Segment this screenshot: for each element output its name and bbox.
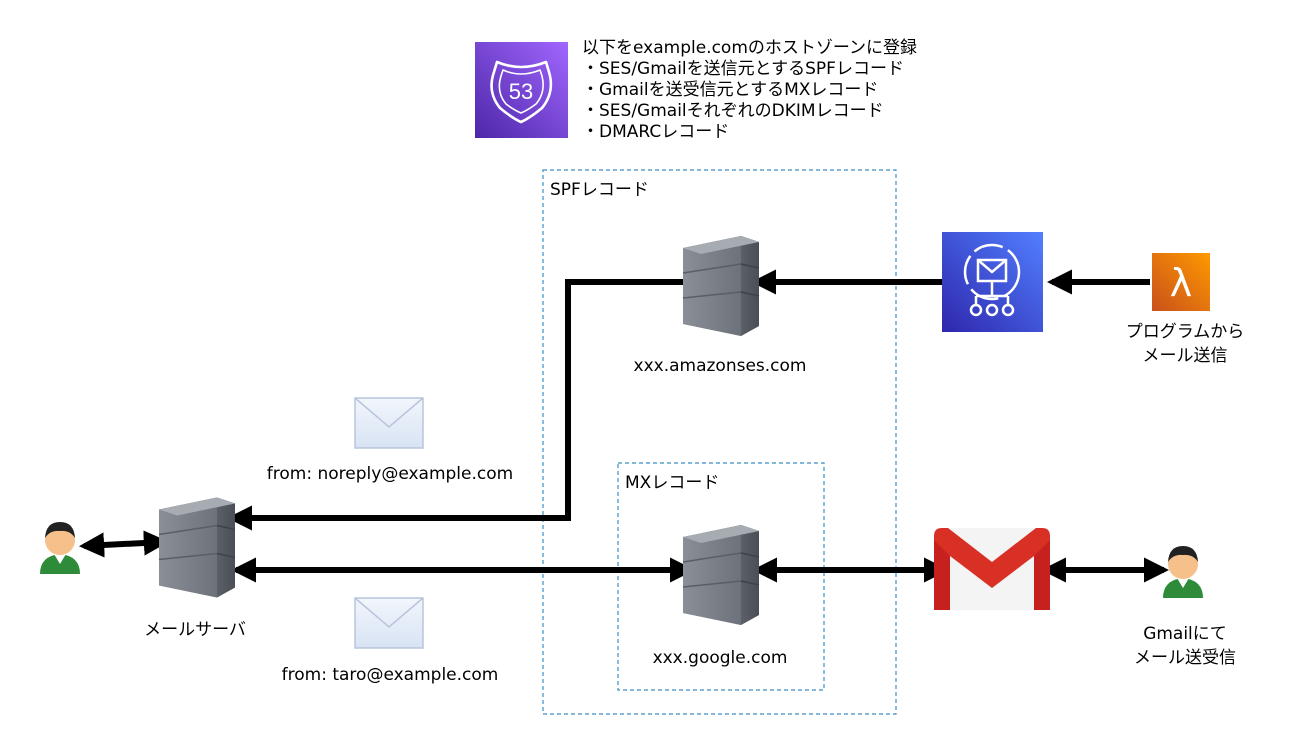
route53-icon: 53: [475, 42, 568, 138]
lambda-icon: λ: [1152, 253, 1210, 311]
envelope-top-label: from: noreply@example.com: [266, 464, 514, 484]
spf-record-box: [542, 169, 897, 715]
mail-server-icon: [158, 496, 236, 599]
google-server-icon: [682, 524, 760, 626]
route53-item-mx: ・Gmailを送受信元とするMXレコード: [582, 80, 879, 100]
ses-icon: [942, 232, 1043, 332]
route53-item-dkim: ・SES/GmailそれぞれのDKIMレコード: [582, 101, 884, 121]
route53-description: 以下をexample.comのホストゾーンに登録 ・SES/Gmailを送信元と…: [582, 38, 917, 143]
right-user-icon: [1163, 546, 1203, 598]
route53-item-dmarc: ・DMARCレコード: [582, 122, 730, 142]
arrow-amazonses-to-mailserver: [226, 279, 684, 531]
amazonses-server-icon: [682, 235, 760, 337]
lambda-glyph: λ: [1170, 261, 1193, 305]
lambda-label-line2: メール送信: [1142, 346, 1228, 366]
gmail-user-label-line2: メール送受信: [1134, 648, 1236, 668]
envelope-bottom-icon: [354, 597, 424, 649]
lambda-label-line1: プログラムから: [1125, 322, 1245, 342]
mx-box-label: MXレコード: [625, 473, 720, 493]
google-server-label: xxx.google.com: [652, 648, 788, 668]
gmail-user-label-line1: Gmailにて: [1143, 624, 1227, 644]
arrow-user-mailserver: [78, 530, 170, 558]
left-user-icon: [40, 522, 80, 574]
gmail-icon: [934, 528, 1050, 610]
route53-badge-number: 53: [509, 79, 533, 104]
spf-box-label: SPFレコード: [550, 180, 649, 200]
route53-item-spf: ・SES/Gmailを送信元とするSPFレコード: [582, 59, 904, 79]
mail-server-label: メールサーバ: [144, 620, 246, 640]
amazonses-server-label: xxx.amazonses.com: [633, 356, 807, 376]
envelope-top-icon: [354, 397, 424, 449]
route53-title: 以下をexample.comのホストゾーンに登録: [582, 38, 918, 58]
envelope-bottom-label: from: taro@example.com: [281, 665, 499, 685]
